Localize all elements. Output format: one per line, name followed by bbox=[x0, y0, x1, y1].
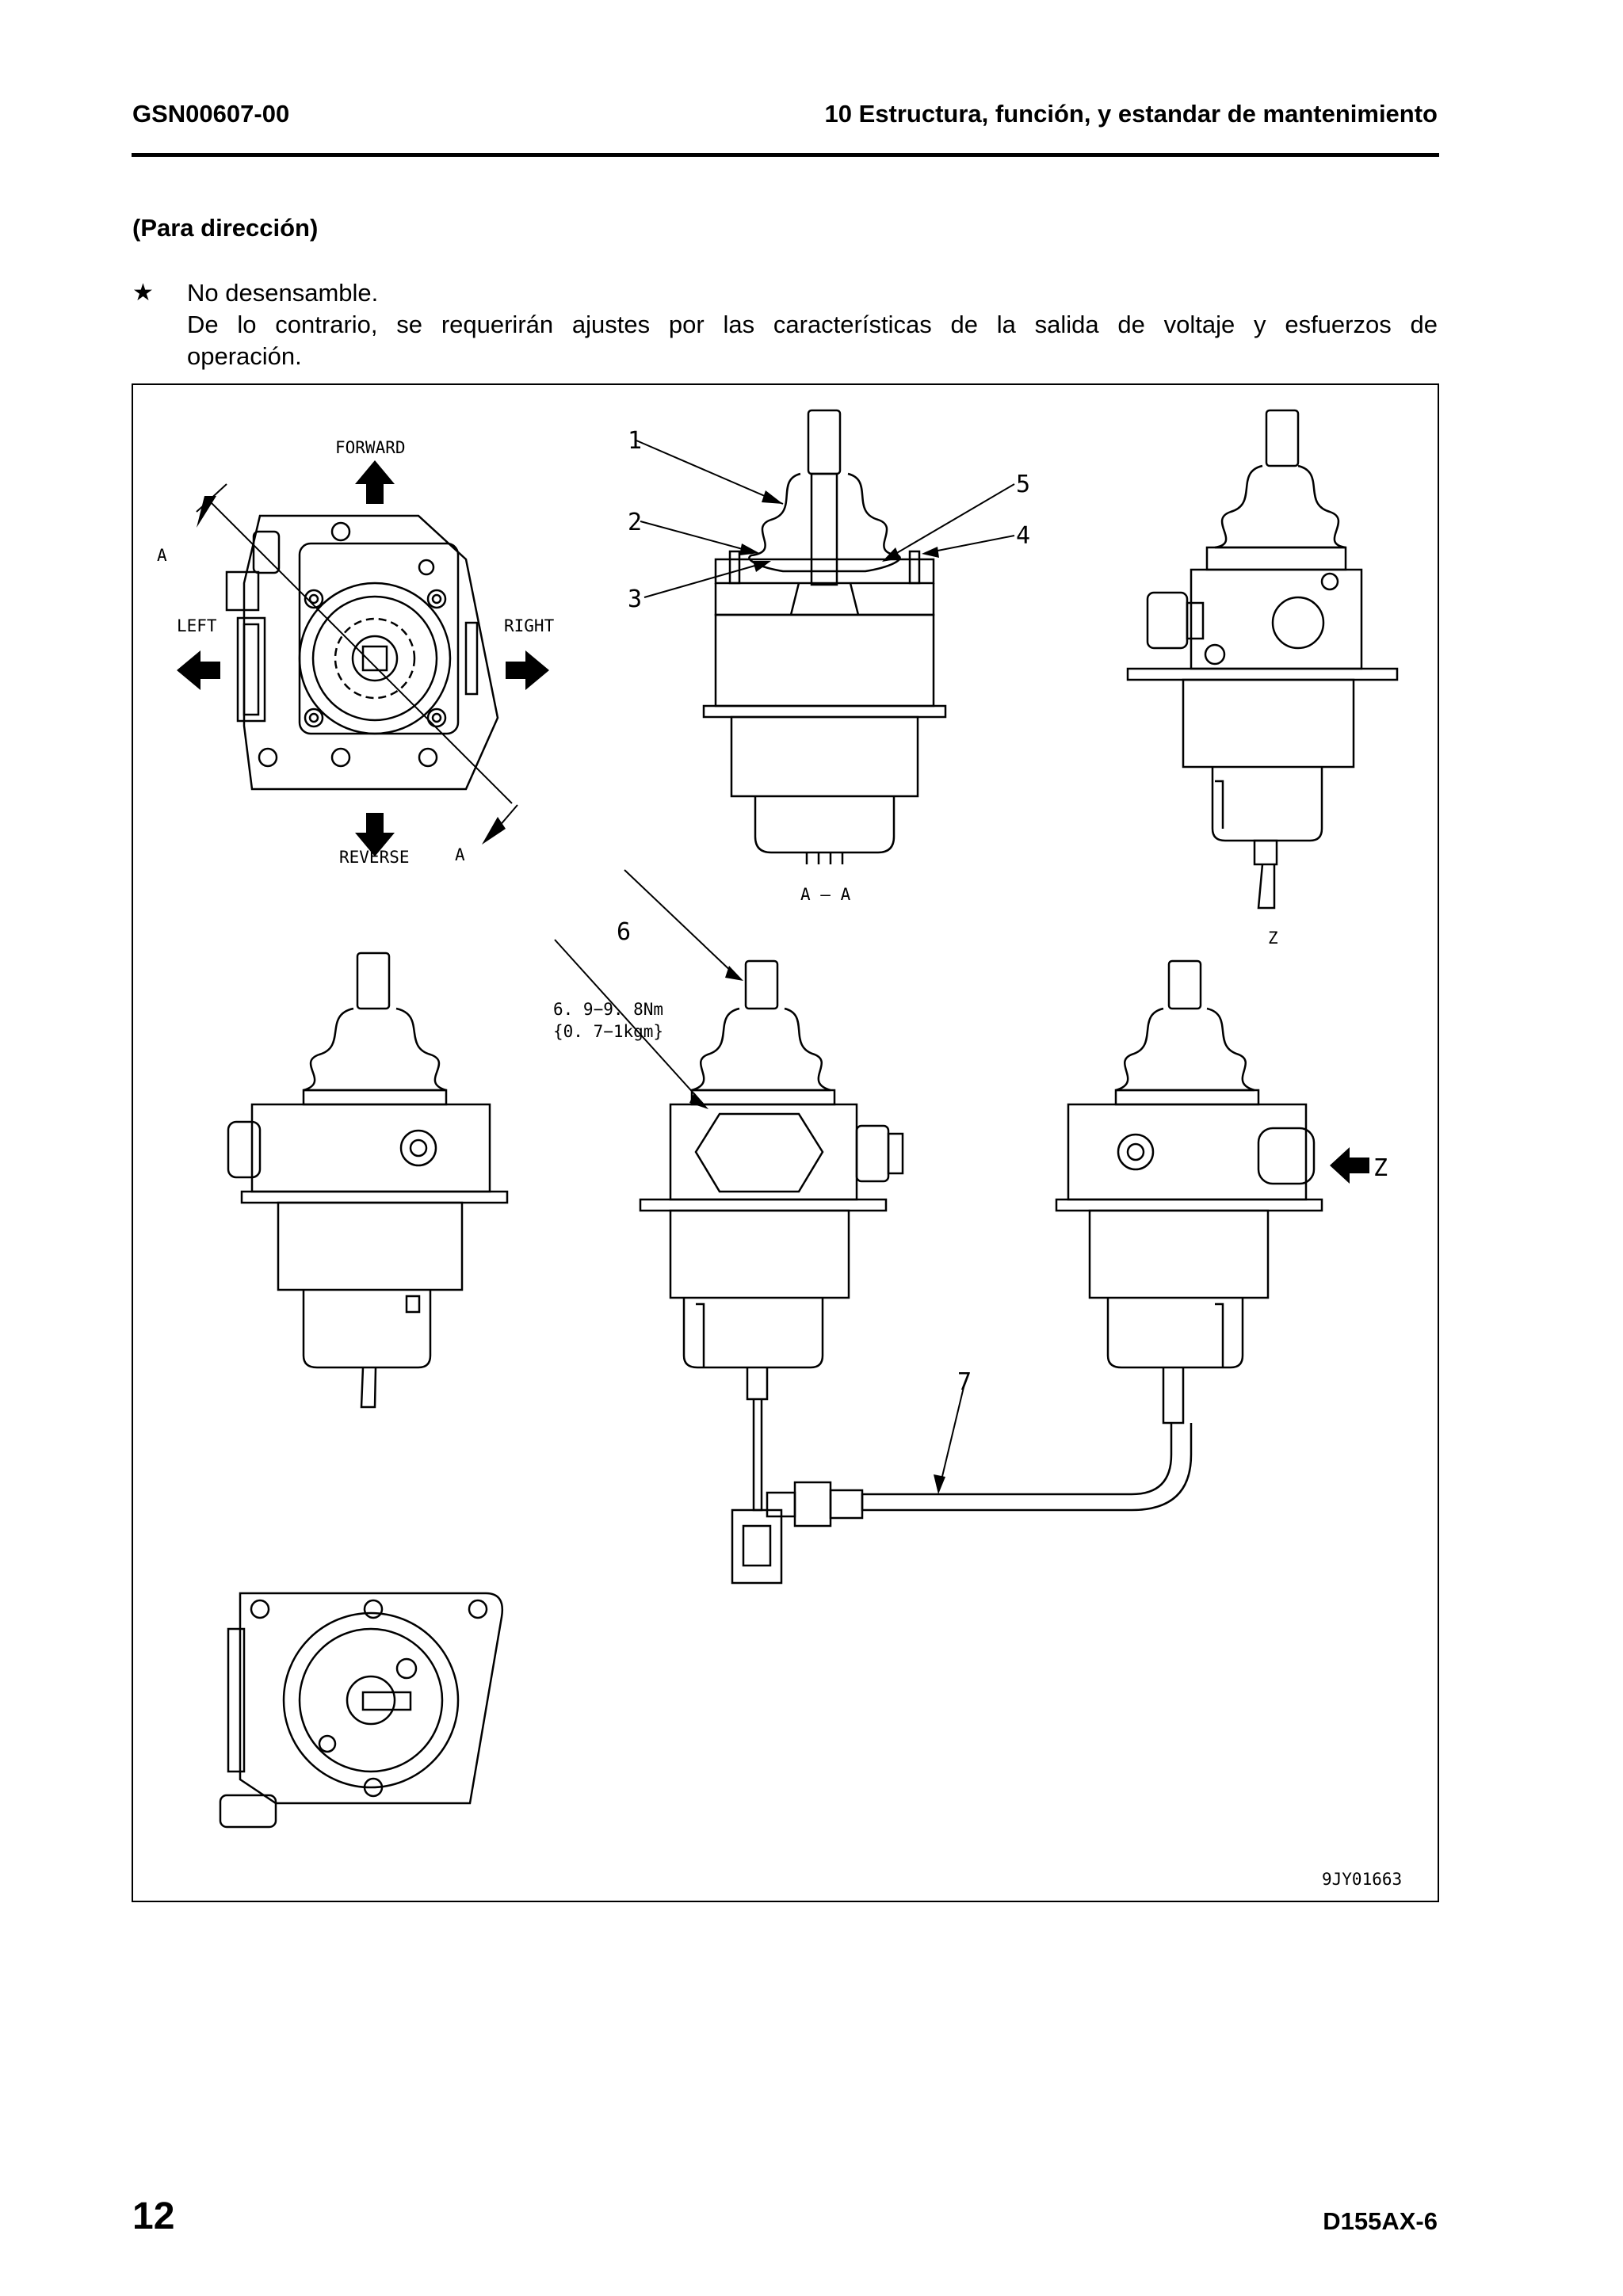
callout-5: 5 bbox=[1016, 471, 1030, 498]
torque-value-kgm: {0. 7−1kgm} bbox=[553, 1022, 663, 1041]
view-z-label: Z bbox=[1268, 929, 1278, 948]
caution-note: No desensamble. De lo contrario, se requ… bbox=[187, 277, 1438, 372]
section-view-label: A — A bbox=[800, 885, 851, 904]
side-view-right bbox=[766, 959, 1369, 1527]
front-view-center bbox=[554, 869, 904, 1585]
z-view bbox=[1126, 409, 1399, 910]
page-number: 12 bbox=[132, 2195, 175, 2237]
chapter-title: 10 Estructura, función, y estandar de ma… bbox=[824, 100, 1438, 128]
section-marker-a-bottom: A bbox=[455, 845, 465, 864]
forward-label: FORWARD bbox=[335, 438, 406, 457]
note-line-3: operación. bbox=[187, 342, 302, 370]
side-view-left bbox=[227, 952, 509, 1409]
callout-1: 1 bbox=[628, 427, 642, 455]
right-label: RIGHT bbox=[504, 616, 555, 635]
torque-value: 6. 9−9. 8Nm bbox=[553, 1000, 663, 1019]
callout-4: 4 bbox=[1016, 522, 1030, 550]
technical-figure: FORWARD LEFT RIGHT REVERSE A A A — A Z Z… bbox=[132, 383, 1439, 1902]
section-view bbox=[636, 409, 1015, 864]
document-code: GSN00607-00 bbox=[132, 100, 290, 128]
callout-2: 2 bbox=[628, 509, 642, 536]
bottom-view bbox=[219, 1592, 504, 1829]
star-icon: ★ bbox=[132, 280, 154, 306]
top-view bbox=[177, 460, 549, 856]
figure-id: 9JY01663 bbox=[1322, 1870, 1402, 1889]
left-label: LEFT bbox=[177, 616, 217, 635]
joystick-drawing: FORWARD LEFT RIGHT REVERSE A A A — A Z Z… bbox=[157, 409, 1402, 1889]
header-rule bbox=[132, 153, 1439, 157]
note-line-1: No desensamble. bbox=[187, 279, 379, 307]
reverse-label: REVERSE bbox=[339, 848, 410, 867]
view-z-arrow-label: Z bbox=[1373, 1154, 1388, 1182]
callout-3: 3 bbox=[628, 585, 642, 613]
machine-model: D155AX-6 bbox=[1323, 2207, 1438, 2235]
callout-7: 7 bbox=[957, 1368, 972, 1396]
section-title: (Para dirección) bbox=[132, 214, 319, 242]
note-line-2: De lo contrario, se requerirán ajustes p… bbox=[187, 311, 1438, 338]
section-marker-a-top: A bbox=[157, 546, 167, 565]
callout-6: 6 bbox=[617, 918, 631, 946]
